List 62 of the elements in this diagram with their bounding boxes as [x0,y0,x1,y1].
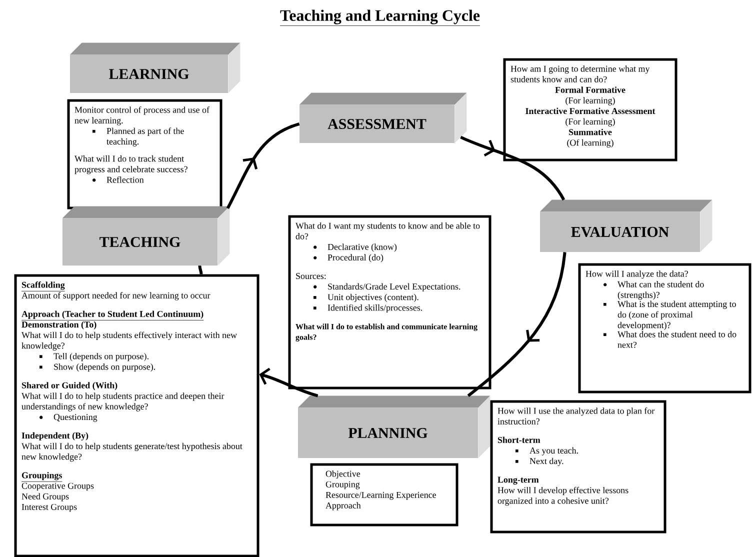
block-label: LEARNING [70,42,240,94]
bullet-item: What is the student attempting to do (zone of proximal development)? [604,300,736,330]
text-line: How am I going to determine what my students know and can do? [510,66,650,82]
bullet-item: As you teach. [516,447,578,456]
heading: Shared or Guided (With) [22,382,118,390]
bullet-item: Next day. [516,458,564,466]
bullet-item: What can the student do (strengths)? [604,281,704,300]
text-line: What will I do to help students generate/test hypothesis about new knowledge? [22,442,242,462]
text-box [14,274,260,557]
bullet-item: Unit objectives (content). [314,294,418,302]
bullet-item: Reflection [92,176,144,183]
text-line: Amount of support needed for new learning to occur [22,292,210,300]
text-line: Interactive Formative Assessment [526,108,656,114]
text-line: (For learning) [566,97,615,106]
text-box [67,99,222,210]
text-line: How will I develop effective lessons organized into a cohesive unit? [498,486,628,506]
heading: Independent (By) [22,432,88,440]
block-label: TEACHING [62,206,230,266]
text-box [490,400,666,534]
heading: Long-term [498,476,539,485]
heading: Short-term [498,436,540,443]
cycle-arrow [259,368,318,398]
bullet-item: Standards/Grade Level Expectations. [314,283,460,292]
text-line: Summative [569,128,612,136]
text-line: Approach [326,502,361,510]
block-label: ASSESSMENT [299,92,467,144]
bullet-item: Planned as part of the teaching. [92,128,184,146]
bullet-item: Procedural (do) [314,254,384,262]
heading: Scaffolding [21,282,66,292]
text-line: What do I want my students to know and be able to do? [296,222,480,240]
text-line: What will I do to help students practice and deepen their understandings of new knowledge? [22,392,224,412]
block-label: EVALUATION [540,200,712,252]
bullet-item: Show (depends on purpose). [40,364,156,372]
text-line: Objective [326,470,360,479]
title: Teaching and Learning Cycle [280,10,480,26]
text-line: Grouping [326,481,360,490]
heading: Groupings [21,472,62,482]
text-box [310,463,458,526]
bullet-item: Questioning [40,414,98,422]
text-line: How will I analyze the data? [586,270,688,279]
text-line: What will I do to track student progress and celebrate success? [74,155,188,174]
text-line: Monitor control of process and use of new learning. [74,106,210,126]
bullet-item: Identified skills/processes. [314,304,422,313]
block-label: PLANNING [298,396,490,458]
heading: Approach (Teacher to Student Led Continuum) [21,310,204,320]
text-line: Resource/Learning Experience [326,492,436,500]
text-box [578,263,752,394]
text-line: Sources: [296,273,326,280]
text-box [288,215,492,390]
text-line: Formal Formative [555,86,626,93]
text-line: (Of learning) [567,139,614,148]
bullet-item: Declarative (know) [314,244,397,252]
text-line: Cooperative Groups [22,482,94,491]
heading: Demonstration (To) [22,321,96,330]
bullet-item: Tell (depends on purpose). [40,352,148,362]
text-line: Interest Groups [22,504,77,512]
text-line: What will I do to help students effectively interact with new knowledge? [22,332,237,351]
text-line: (For learning) [566,118,615,126]
bullet-item: What does the student need to do next? [604,331,736,348]
text-box [503,58,678,162]
text-line: Need Groups [22,493,69,502]
text-line: How will I use the analyzed data to plan for instruction? [498,407,655,424]
